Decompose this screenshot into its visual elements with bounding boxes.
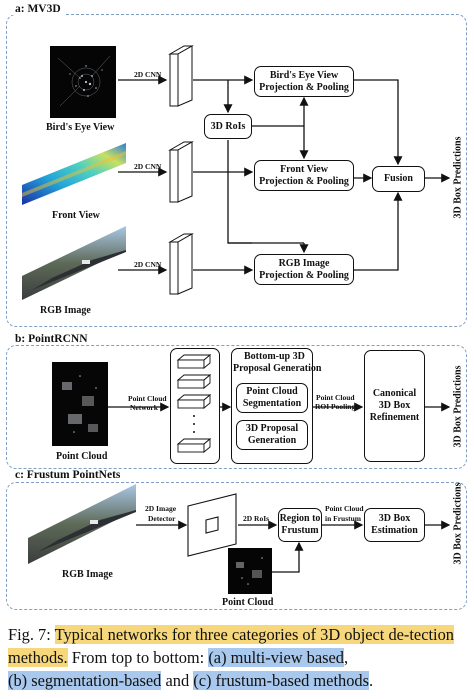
estimation-line1: 3D Box bbox=[378, 513, 411, 524]
panel-frustum-pointnets bbox=[6, 482, 467, 610]
frustum-line2: Frustum bbox=[281, 525, 319, 536]
frustum-line1: Region to bbox=[279, 513, 321, 524]
caption-text-6: and bbox=[161, 671, 194, 690]
point-cloud-label-b: Point Cloud bbox=[56, 451, 108, 462]
segmentation-line2: Segmentation bbox=[242, 398, 302, 409]
proposal-stage-title2: Proposal Generation bbox=[233, 363, 322, 374]
caption-text-4: , bbox=[343, 648, 349, 667]
cnn-label-2: 2D CNN bbox=[134, 162, 162, 171]
bev-projection-box: Bird's Eye View Projection & Pooling bbox=[254, 66, 354, 97]
proposal-generation-box: 3D Proposal Generation bbox=[236, 420, 308, 450]
cnn-block-3 bbox=[168, 233, 194, 295]
cnn-label-1: 2D CNN bbox=[134, 70, 162, 79]
bev-projection-line1: Bird's Eye View bbox=[269, 69, 339, 81]
point-cloud-image-b bbox=[52, 362, 108, 446]
rgb-image-c bbox=[28, 484, 136, 564]
panel-b-title: b: PointRCNN bbox=[12, 333, 91, 345]
fv-projection-line2: Projection & Pooling bbox=[259, 175, 349, 187]
bev-label: Bird's Eye View bbox=[46, 122, 115, 133]
point-cloud-label-c: Point Cloud bbox=[222, 597, 274, 608]
rgb-projection-box: RGB Image Projection & Pooling bbox=[254, 254, 354, 285]
cnn-block-1 bbox=[168, 45, 194, 107]
rgb-image-a bbox=[22, 226, 126, 300]
pool-label-line2: ROI Pooling bbox=[315, 402, 356, 411]
caption-highlight-7: (c) frustum-based methods bbox=[193, 671, 369, 690]
detector-label-line2: Detector bbox=[148, 514, 176, 523]
bev-projection-line2: Projection & Pooling bbox=[259, 81, 349, 93]
rgb-image-label-c: RGB Image bbox=[62, 569, 113, 580]
net-label-line1: Point Cloud bbox=[128, 394, 167, 403]
detector-label-line1: 2D Image bbox=[145, 504, 177, 513]
point-cloud-image-c bbox=[228, 548, 272, 594]
panel-mv3d bbox=[6, 14, 467, 327]
refinement-box: Canonical 3D Box Refinement bbox=[364, 350, 425, 462]
rois-label: 3D RoIs bbox=[210, 120, 246, 132]
rgb-image-label-a: RGB Image bbox=[40, 305, 91, 316]
output-label-c: 3D Box Predictions bbox=[452, 482, 464, 565]
caption-text-2: From top to bottom: bbox=[67, 648, 209, 667]
rois-label-c: 2D RoIs bbox=[243, 514, 270, 523]
output-label-b: 3D Box Predictions bbox=[452, 365, 464, 448]
panel-a-title: a: MV3D bbox=[12, 3, 64, 15]
refinement-line1: Canonical bbox=[372, 388, 417, 399]
network-layers bbox=[176, 354, 212, 453]
net-label-line2: Network bbox=[130, 403, 158, 412]
caption-prefix: Fig. 7: bbox=[8, 625, 55, 644]
estimation-box: 3D Box Estimation bbox=[364, 508, 425, 542]
roi-frame bbox=[187, 493, 237, 557]
bev-image bbox=[50, 46, 116, 118]
caption-highlight-5: (b) segmentation-based bbox=[8, 671, 162, 690]
fusion-label: Fusion bbox=[384, 173, 413, 184]
panel-c-title: c: Frustum PointNets bbox=[12, 469, 124, 481]
segmentation-box: Point Cloud Segmentation bbox=[236, 383, 308, 413]
pc-frustum-line1: Point Cloud bbox=[325, 504, 364, 513]
fv-projection-line1: Front View bbox=[280, 163, 328, 175]
arrow-connectors bbox=[108, 75, 451, 573]
figure-caption: Fig. 7: Typical networks for three categ… bbox=[8, 623, 468, 692]
pc-frustum-line2: in Frustum bbox=[325, 514, 362, 523]
rgb-projection-line1: RGB Image bbox=[278, 257, 330, 269]
cnn-block-2 bbox=[168, 141, 194, 203]
pool-label-line1: Point Cloud bbox=[316, 393, 355, 402]
front-view-image bbox=[22, 143, 126, 205]
proposal-stage-title1: Bottom-up 3D bbox=[244, 351, 305, 362]
front-view-label: Front View bbox=[52, 210, 100, 221]
refinement-line2: 3D Box bbox=[378, 400, 411, 411]
estimation-line2: Estimation bbox=[371, 525, 418, 536]
cnn-label-3: 2D CNN bbox=[134, 260, 162, 269]
refinement-line3: Refinement bbox=[369, 412, 420, 423]
output-label-a: 3D Box Predictions bbox=[452, 136, 464, 219]
proposal-gen-line2: Generation bbox=[247, 435, 297, 446]
caption-highlight-3: (a) multi-view based bbox=[208, 648, 344, 667]
frustum-box: Region to Frustum bbox=[278, 508, 322, 542]
proposal-gen-line1: 3D Proposal bbox=[245, 423, 299, 434]
rois-box: 3D RoIs bbox=[204, 114, 252, 139]
caption-text-8: . bbox=[368, 671, 374, 690]
fv-projection-box: Front View Projection & Pooling bbox=[254, 160, 354, 191]
rgb-projection-line2: Projection & Pooling bbox=[259, 269, 349, 281]
panel-pointrcnn bbox=[6, 345, 467, 469]
fusion-box: Fusion bbox=[372, 166, 425, 192]
segmentation-line1: Point Cloud bbox=[246, 386, 298, 397]
